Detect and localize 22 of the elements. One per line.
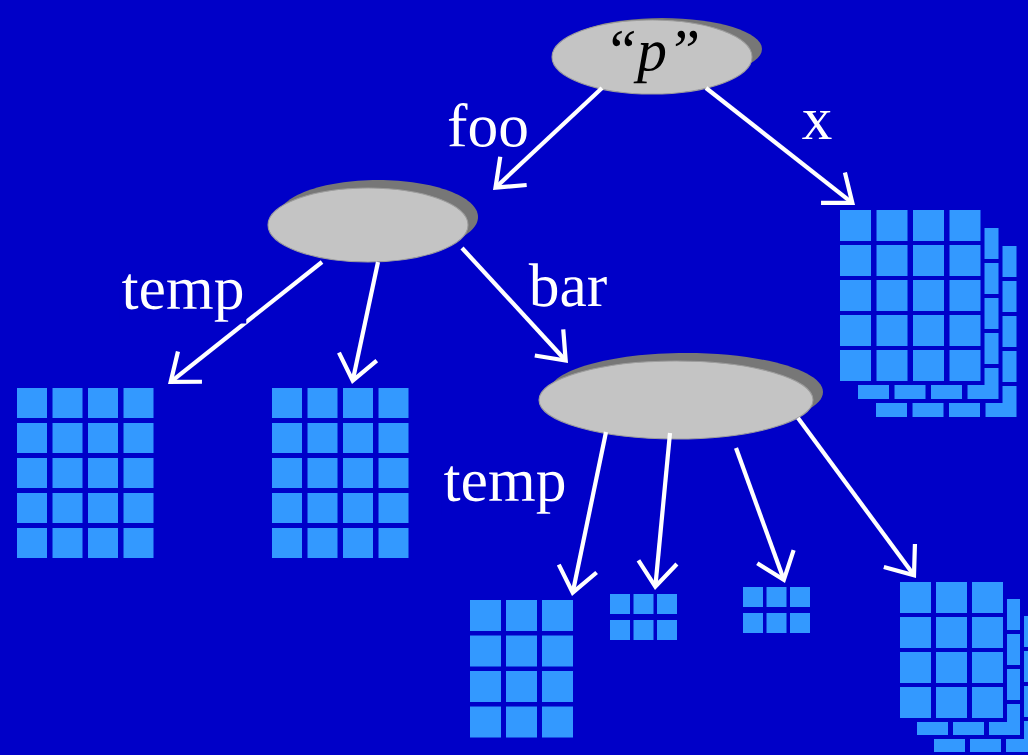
grid-drawing [610,594,677,640]
arrow [796,416,918,578]
ellipse-node: “p” [551,18,762,95]
arrow [556,431,609,596]
edge-label: temp [119,272,247,324]
arrow [734,447,796,583]
ellipse-node [538,353,823,440]
arrow [460,246,568,363]
grid-drawing [743,587,810,633]
grid-drawing [272,388,409,558]
arrow [168,260,324,384]
grid-drawing [470,600,573,738]
arrow [704,86,855,205]
arrow [337,261,381,384]
edge-label: foo [445,101,531,149]
grid-drawing [17,388,154,558]
edge-label: temp [441,464,569,516]
arrow [493,86,604,190]
ellipse-node [267,180,478,263]
arrow [636,432,679,590]
edge-label: x [799,109,835,141]
edge-label: bar [527,261,610,309]
